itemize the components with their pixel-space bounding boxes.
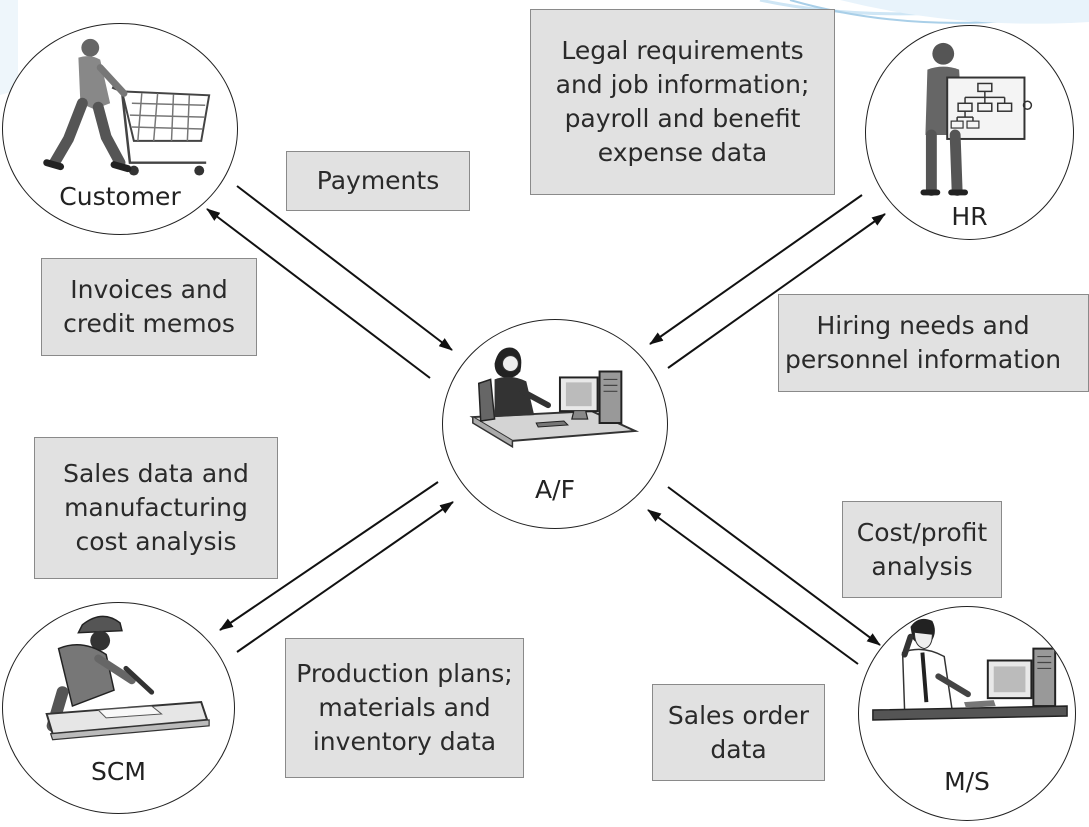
arrow-scm-to-af — [236, 501, 454, 653]
invoices-text: Invoices and credit memos — [63, 275, 235, 338]
ms-node: M/S — [858, 606, 1076, 821]
af-node: A/F — [442, 319, 668, 529]
arrow-customer-to-af — [236, 185, 453, 351]
sales-data-box: Sales data and manufacturing cost analys… — [34, 437, 278, 579]
scm-label: SCM — [91, 757, 146, 786]
phone-worker-computer-icon — [872, 618, 1068, 721]
invoices-box: Invoices and credit memos — [41, 258, 257, 356]
ms-label: M/S — [944, 767, 990, 796]
production-plans-box: Production plans; materials and inventor… — [285, 638, 524, 778]
cost-profit-text: Cost/profit analysis — [856, 517, 988, 581]
arrow-af-to-hr — [667, 213, 886, 369]
org-chart-person-icon — [920, 42, 1033, 196]
hr-node: HR — [865, 25, 1074, 240]
arrow-af-to-ms — [667, 486, 881, 646]
legal-requirements-box: Legal requirements and job information; … — [530, 9, 835, 195]
arrow-af-to-customer — [206, 208, 431, 379]
hiring-needs-box: Hiring needs and personnel information — [778, 294, 1089, 392]
customer-node: Customer — [2, 23, 238, 235]
legal-requirements-text: Legal requirements and job information; … — [555, 36, 810, 167]
payments-text: Payments — [316, 166, 440, 195]
production-plans-text: Production plans; materials and inventor… — [296, 659, 513, 756]
arrow-af-to-scm — [219, 481, 439, 631]
payments-box: Payments — [286, 151, 470, 211]
sales-data-text: Sales data and manufacturing cost analys… — [63, 459, 249, 556]
hr-label: HR — [951, 202, 988, 231]
scm-node: SCM — [2, 602, 235, 814]
cost-profit-box: Cost/profit analysis — [842, 501, 1002, 598]
arrow-hr-to-af — [649, 194, 863, 345]
construction-worker-icon — [45, 615, 210, 741]
hiring-needs-text: Hiring needs and personnel information — [785, 311, 1062, 374]
sales-order-text: Sales order data — [667, 700, 810, 764]
af-label: A/F — [535, 475, 575, 504]
arrow-ms-to-af — [647, 509, 859, 665]
shopping-cart-person-icon — [43, 38, 211, 176]
sales-order-box: Sales order data — [652, 684, 825, 781]
office-worker-computer-icon — [469, 347, 640, 449]
customer-label: Customer — [59, 182, 181, 211]
